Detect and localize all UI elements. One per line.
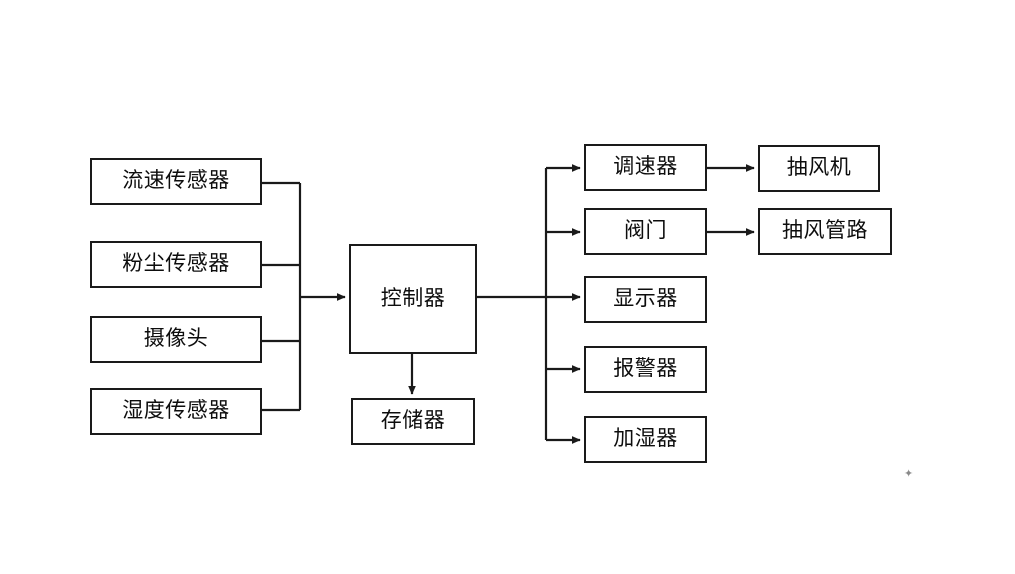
node-humidifier[interactable]: 加湿器 <box>584 416 707 463</box>
node-exhaust-duct[interactable]: 抽风管路 <box>758 208 892 255</box>
node-controller[interactable]: 控制器 <box>349 244 477 354</box>
node-label: 显示器 <box>613 286 678 310</box>
node-flow-sensor[interactable]: 流速传感器 <box>90 158 262 205</box>
node-dust-sensor[interactable]: 粉尘传感器 <box>90 241 262 288</box>
node-label: 控制器 <box>380 285 446 310</box>
cursor-mark-icon: ✦ <box>904 467 914 480</box>
node-alarm[interactable]: 报警器 <box>584 346 707 393</box>
node-valve[interactable]: 阀门 <box>584 208 707 255</box>
node-label: 流速传感器 <box>122 168 230 192</box>
node-label: 抽风管路 <box>782 218 868 242</box>
node-label: 粉尘传感器 <box>122 251 230 275</box>
node-storage[interactable]: 存储器 <box>351 398 475 445</box>
node-label: 调速器 <box>613 154 678 178</box>
node-camera[interactable]: 摄像头 <box>90 316 262 363</box>
node-speed-governor[interactable]: 调速器 <box>584 144 707 191</box>
node-display[interactable]: 显示器 <box>584 276 707 323</box>
node-label: 湿度传感器 <box>122 398 230 422</box>
node-humidity-sensor[interactable]: 湿度传感器 <box>90 388 262 435</box>
node-label: 阀门 <box>624 218 667 242</box>
node-label: 加湿器 <box>613 426 678 450</box>
node-label: 报警器 <box>613 356 678 380</box>
node-exhaust-fan[interactable]: 抽风机 <box>758 145 880 192</box>
node-label: 抽风机 <box>786 155 852 179</box>
node-label: 存储器 <box>380 408 446 432</box>
node-label: 摄像头 <box>143 326 209 350</box>
